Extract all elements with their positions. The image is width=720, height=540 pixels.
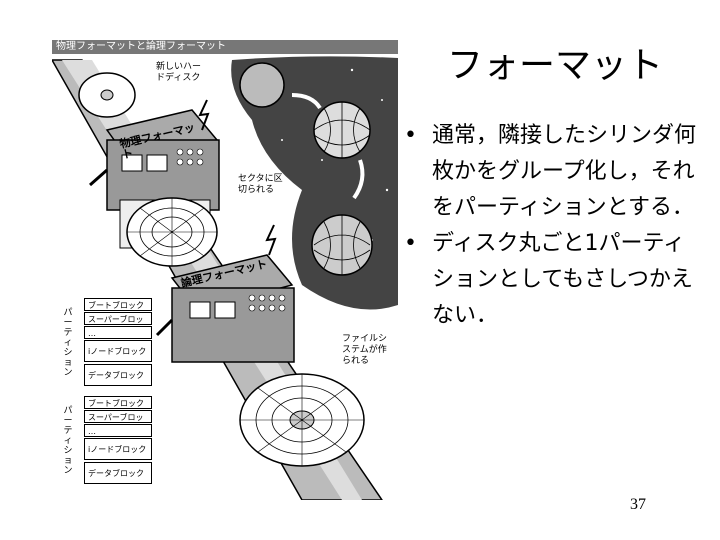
partition-1-block-boot: ブートブロック bbox=[84, 298, 152, 311]
partition-1-block-ellipsis: … bbox=[84, 326, 152, 339]
partition-1-label: パーティション bbox=[63, 308, 73, 378]
bullet-text: 通常，隣接したシリンダ何枚かをグループ化し，それをパーティションとする． bbox=[432, 123, 697, 220]
partition-diagram: パーティション ブートブロック スーパーブロック … iノードブロック データブ… bbox=[58, 298, 156, 494]
bullet-text: ディスク丸ごと1パーティションとしてもさしつかえない． bbox=[432, 231, 693, 328]
partition-2-block-ellipsis: … bbox=[84, 424, 152, 437]
partition-1-block-super: スーパーブロック bbox=[84, 312, 152, 337]
partition-1-block-inode: iノードブロック bbox=[84, 340, 152, 362]
illustration-header: 物理フォーマットと論理フォーマット bbox=[52, 40, 398, 54]
partition-2-label: パーティション bbox=[63, 406, 73, 476]
new-disk-label: 新しいハードディスク bbox=[156, 62, 202, 83]
bullet-dot-icon: • bbox=[404, 123, 417, 148]
partition-2-block-data: データブロック bbox=[84, 462, 152, 484]
sectors-label: セクタに区切られる bbox=[238, 174, 283, 195]
bullet-item: • ディスク丸ごと1パーティションとしてもさしつかえない． bbox=[402, 226, 702, 334]
partition-1-block-data: データブロック bbox=[84, 364, 152, 386]
page-number: 37 bbox=[630, 496, 646, 513]
bullet-item: • 通常，隣接したシリンダ何枚かをグループ化し，それをパーティションとする． bbox=[402, 118, 702, 226]
partition-2-block-inode: iノードブロック bbox=[84, 438, 152, 460]
partition-2-block-super: スーパーブロック bbox=[84, 410, 152, 435]
format-illustration: 物理フォーマットと論理フォーマット bbox=[52, 40, 398, 500]
bullet-list: • 通常，隣接したシリンダ何枚かをグループ化し，それをパーティションとする． •… bbox=[402, 118, 702, 334]
slide-title: フォーマット bbox=[446, 45, 663, 86]
illustration-drawing bbox=[52, 56, 398, 500]
partition-2-block-boot: ブートブロック bbox=[84, 396, 152, 409]
bullet-dot-icon: • bbox=[404, 231, 417, 256]
filesystem-label: ファイルシステムが作られる bbox=[342, 334, 388, 366]
